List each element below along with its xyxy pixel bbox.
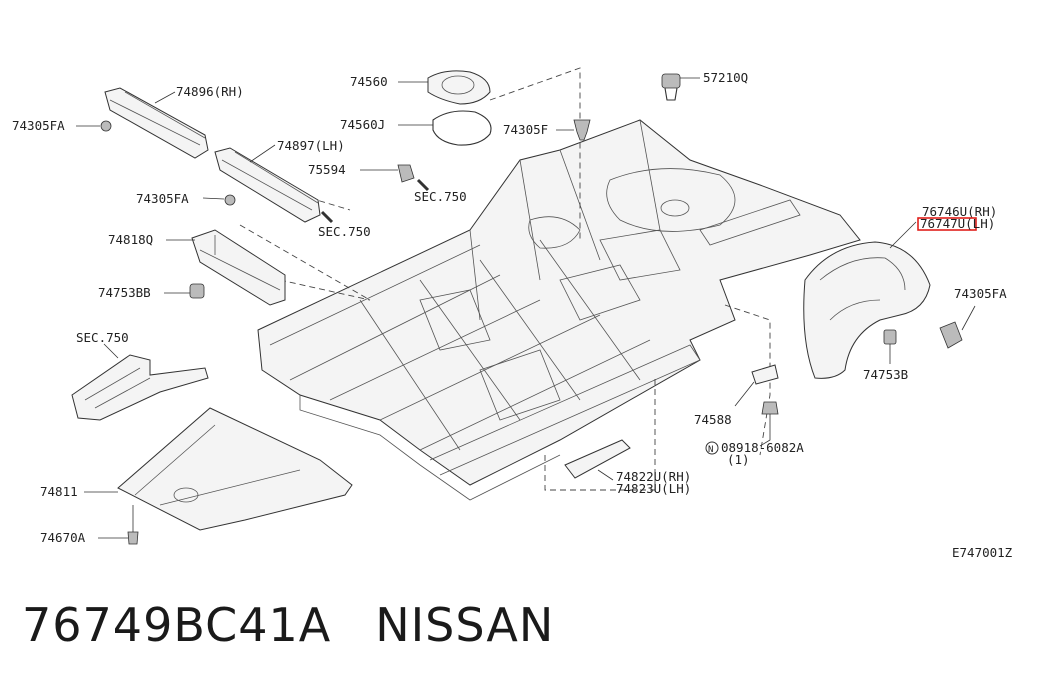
sec-refs: SEC.750 SEC.750 SEC.750 (76, 178, 467, 345)
reference-lines (239, 67, 771, 491)
label-57210q: 57210Q (703, 70, 748, 85)
plug-57210q: 57210Q (661, 70, 748, 101)
sec750-bracket (71, 343, 209, 421)
label-74818q: 74818Q (108, 232, 153, 247)
label-76747u: 76747U(LH) (920, 216, 995, 231)
fastener-74305fa-1: 74305FA (12, 118, 112, 133)
label-sec750-3: SEC.750 (76, 330, 129, 345)
label-74896: 74896(RH) (176, 84, 244, 99)
label-sec750-1: SEC.750 (414, 189, 467, 204)
label-74305fa-1: 74305FA (12, 118, 65, 133)
label-74897: 74897(LH) (277, 138, 345, 153)
floor-panel (257, 119, 861, 501)
highlight-box (917, 217, 977, 231)
bracket-74588: 74588 (694, 364, 779, 427)
label-75594: 75594 (308, 162, 346, 177)
label-sec750-2: SEC.750 (318, 224, 371, 239)
clip-74753b: 74753B (863, 329, 908, 382)
bracket-74818q: 74818Q (108, 229, 286, 306)
label-74305fa-3: 74305FA (954, 286, 1007, 301)
footer-caption: 76749BC41A NISSAN (22, 598, 554, 652)
nut-08918: N 08918-6082A (1) (705, 401, 804, 467)
fastener-74305fa-2: 74305FA (136, 191, 236, 206)
part-number: 76749BC41A (22, 598, 332, 652)
rail-74897: 74897(LH) (214, 138, 345, 223)
bolt-75594: 75594 (308, 162, 415, 183)
diagram-code: E747001Z (952, 545, 1013, 560)
label-08918-qty: (1) (727, 452, 750, 467)
label-74753bb: 74753BB (98, 285, 151, 300)
rail-74896: 74896(RH) (104, 84, 244, 159)
undercover-74811: 74811 (40, 407, 353, 531)
fender-liner: 76746U(RH) 76747U(LH) (803, 204, 997, 379)
label-08918: 08918-6082A (721, 440, 804, 455)
cover-74560: 74560 (350, 70, 491, 105)
fastener-74305f: 74305F (503, 119, 591, 141)
label-76746u: 76746U(RH) (922, 204, 997, 219)
seal-74560j: 74560J (340, 110, 492, 146)
label-74811: 74811 (40, 484, 78, 499)
label-74305f: 74305F (503, 122, 548, 137)
label-n-circle: N (708, 445, 713, 455)
label-74670a: 74670A (40, 530, 86, 545)
label-74753b: 74753B (863, 367, 908, 382)
label-74823u: 74823U(LH) (616, 481, 691, 496)
label-74560: 74560 (350, 74, 388, 89)
trim-74822u: 74822U(RH) 74823U(LH) (564, 439, 691, 496)
label-74305fa-2: 74305FA (136, 191, 189, 206)
clip-74753bb: 74753BB (98, 283, 205, 300)
fastener-74305fa-3: 74305FA (939, 286, 1007, 349)
bolt-74670a: 74670A (40, 505, 139, 545)
label-74822u: 74822U(RH) (616, 469, 691, 484)
brand-name: NISSAN (375, 598, 555, 652)
label-74560j: 74560J (340, 117, 385, 132)
label-74588: 74588 (694, 412, 732, 427)
